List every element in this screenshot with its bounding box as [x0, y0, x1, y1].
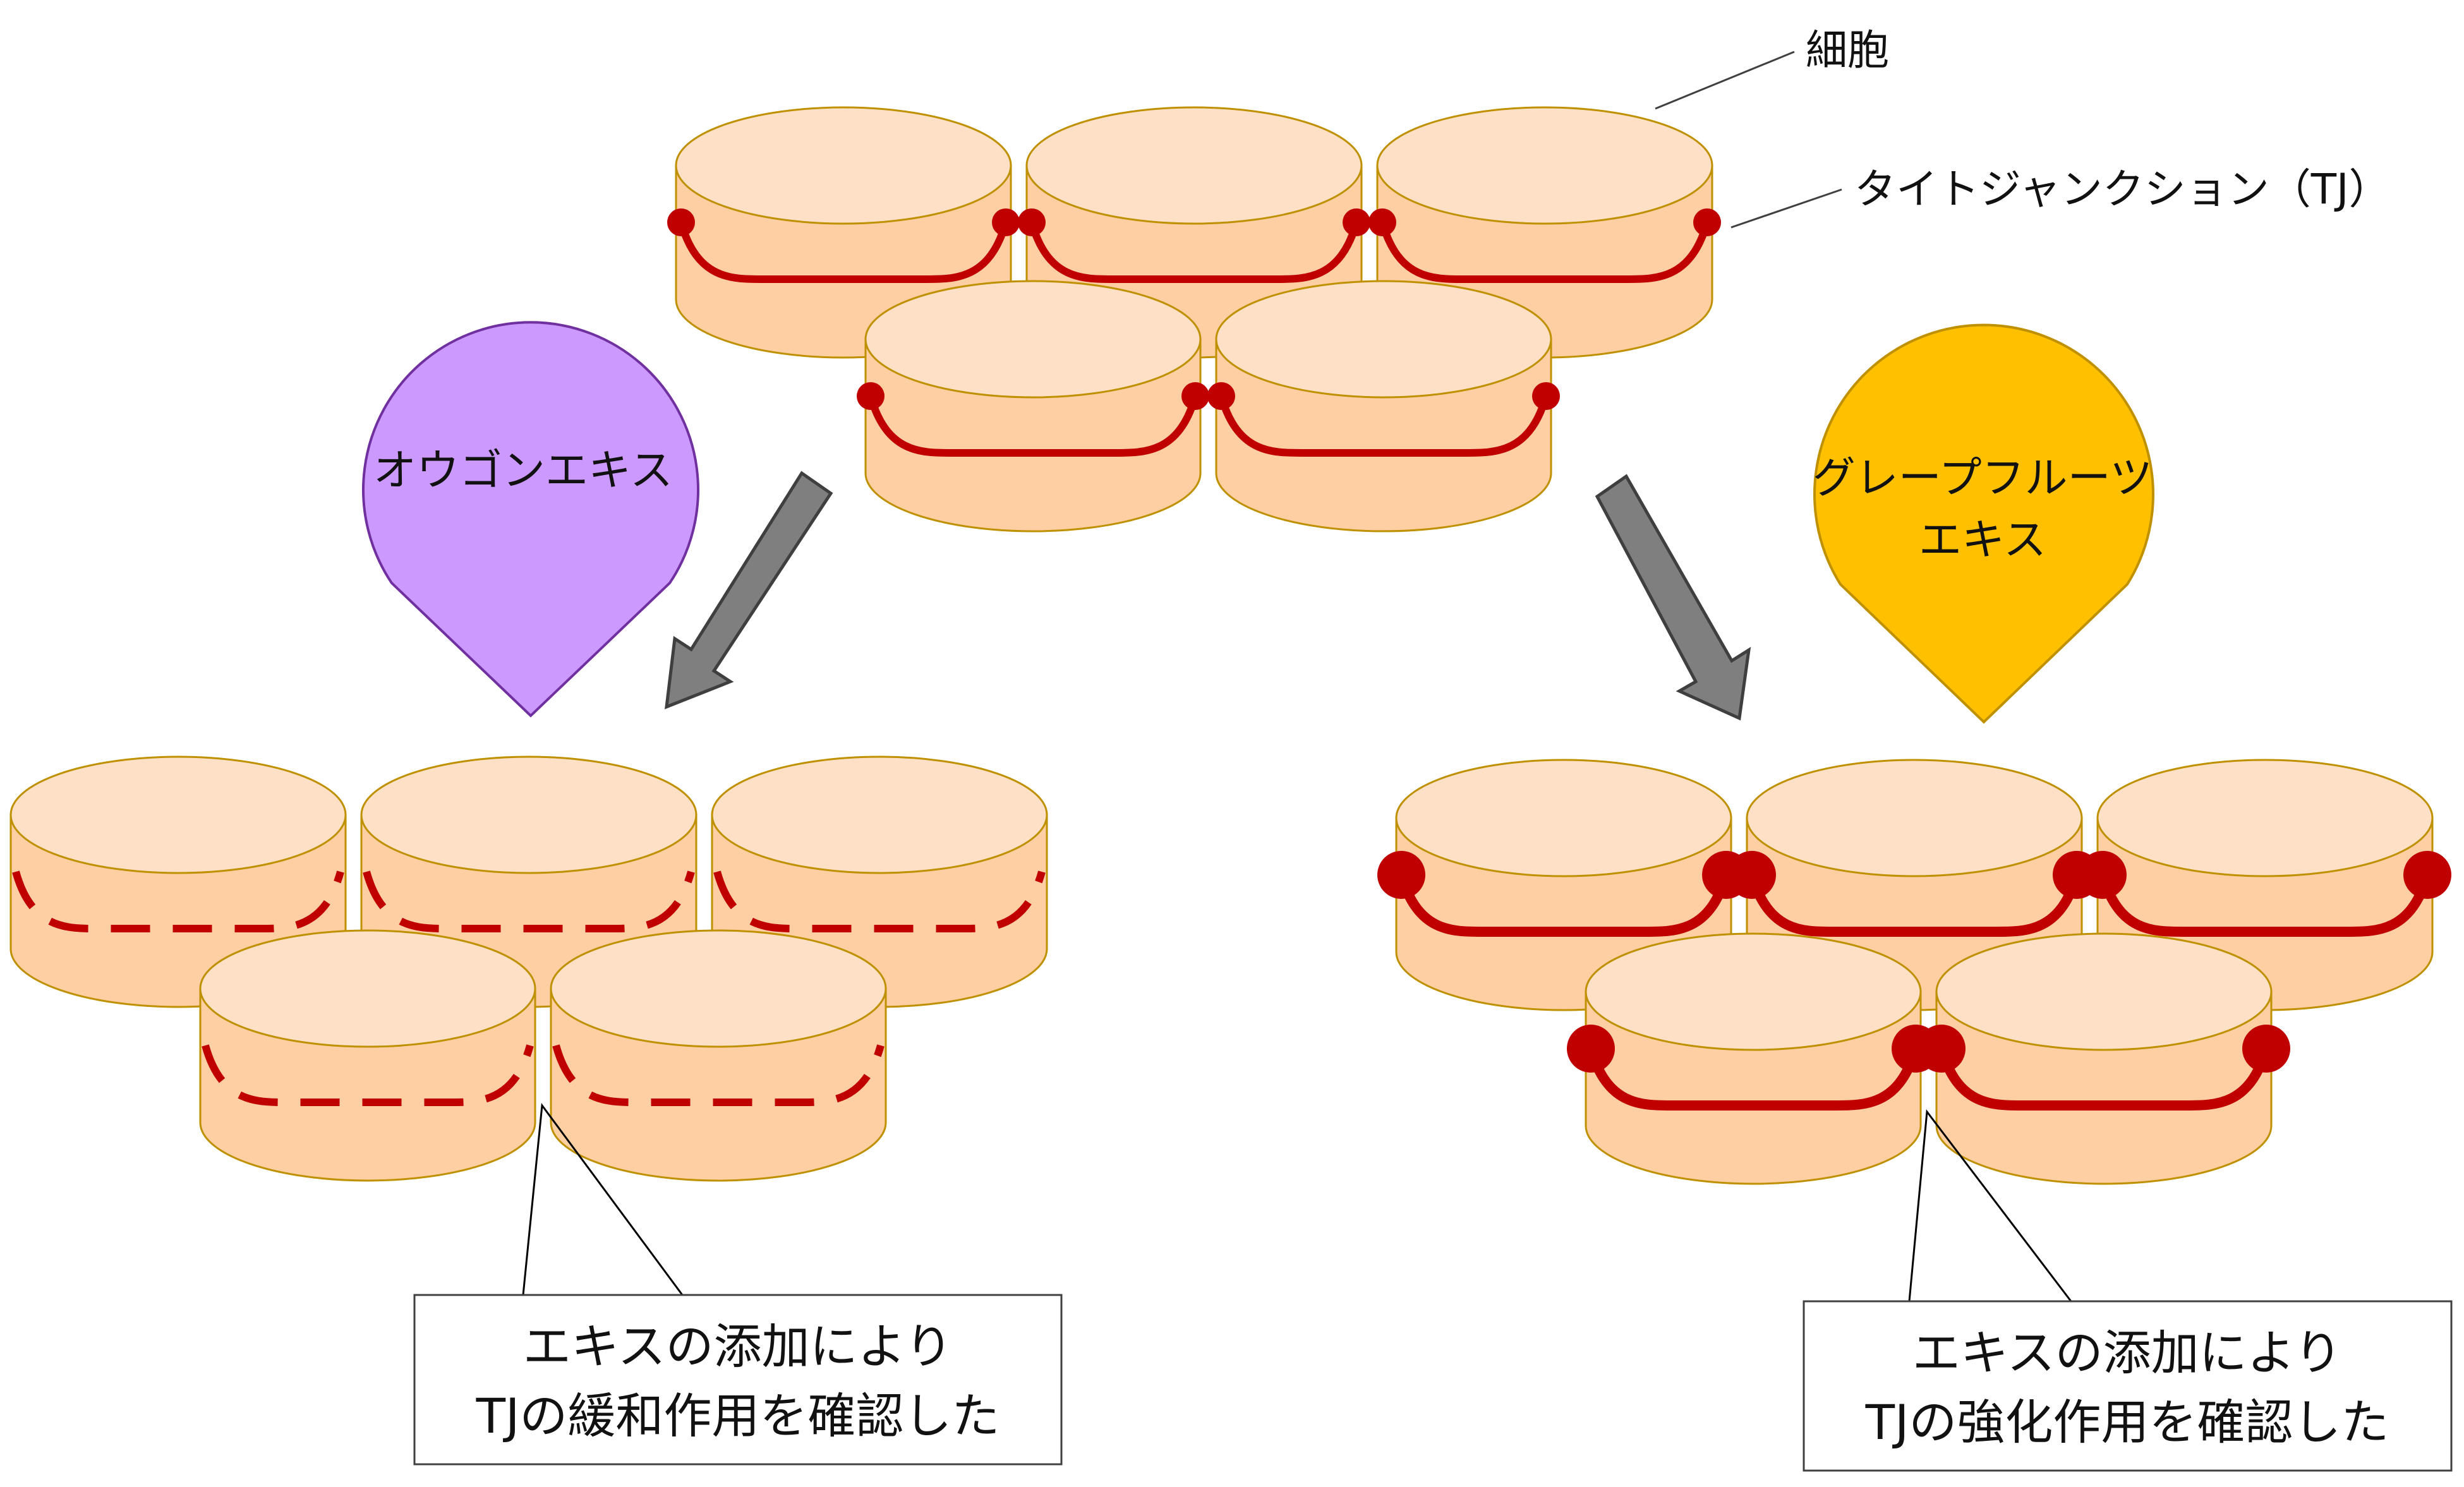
tj-junction-dot [1567, 1025, 1615, 1073]
pin-right-text-line2: エキス [1919, 515, 2046, 565]
tj-leader-line [1730, 188, 1842, 229]
callout-left-pointer [522, 1102, 684, 1296]
tight-junction-band [202, 1044, 534, 1106]
pin-shape-left [362, 321, 699, 718]
cell-top [199, 929, 536, 1048]
tight-junction-band [1747, 873, 2082, 937]
tj-junction-dot [1207, 382, 1235, 410]
cell-label: 細胞 [1806, 26, 1889, 75]
cell-top [9, 756, 347, 874]
tj-junction-dot [2403, 851, 2451, 899]
pin-grapefruit-extract: グレープフルーツ エキス [1813, 323, 2154, 724]
pin-left-text: オウゴンエキス [373, 446, 673, 496]
tj-junction-dot [992, 208, 1020, 236]
tj-junction-dot [1377, 851, 1425, 899]
cell-front-2 [1207, 280, 1560, 533]
pin-right-text-line1: グレープフルーツ [1813, 454, 2153, 503]
arrow-to-left [665, 471, 833, 709]
tight-junction-band [1028, 221, 1360, 283]
callout-strengthening: エキスの添加により TJの強化作用を確認した [1803, 1109, 2453, 1472]
tj-junction-dot [1343, 208, 1370, 236]
tj-junction-dot [1181, 382, 1209, 410]
tj-junction-dot [1532, 382, 1560, 410]
tight-junction-band [552, 1044, 885, 1106]
cell-top [2096, 759, 2434, 877]
cell-top [711, 756, 1048, 874]
cell-top [1395, 759, 1732, 877]
cell-top [360, 756, 698, 874]
tight-junction-band [1379, 221, 1711, 283]
tight-junction-band [1396, 873, 1731, 937]
callout-right-pointer [1908, 1109, 2072, 1302]
tj-junction-dot [2079, 851, 2127, 899]
cell-top [1746, 759, 2083, 877]
tj-junction-dot [2242, 1025, 2290, 1073]
tight-junction-band [1586, 1047, 1921, 1111]
cell-top [864, 280, 1202, 399]
cell-top [1376, 106, 1713, 225]
cell-front-1 [199, 929, 536, 1182]
cell-front-1 [857, 280, 1209, 533]
tight-junction-band [12, 870, 344, 932]
cell-back-1 [667, 106, 1020, 359]
cell-top [1215, 280, 1552, 399]
cell-leader-line [1655, 51, 1795, 110]
tj-junction-dot [1693, 208, 1721, 236]
callout-right-line1: エキスの添加により [1912, 1325, 2342, 1381]
cell-front-2 [550, 929, 887, 1182]
callout-left-line1: エキスの添加により [523, 1318, 953, 1375]
cell-top [1585, 932, 1922, 1051]
cell-cluster-strengthened [1377, 759, 2451, 1185]
cell-top [1025, 106, 1363, 225]
cell-front-2 [1917, 932, 2290, 1185]
cell-front-1 [1567, 932, 1940, 1185]
tight-junction-band [677, 221, 1010, 283]
cell-top [1935, 932, 2273, 1051]
callout-left-box [413, 1294, 1063, 1466]
tj-junction-dot [857, 382, 885, 410]
tight-junction-band [867, 395, 1199, 457]
tight-junction-band [1217, 395, 1550, 457]
tj-junction-dot [667, 208, 695, 236]
callout-right-box [1803, 1300, 2453, 1472]
tj-junction-dot [1728, 851, 1776, 899]
tight-junction-band [2098, 873, 2432, 937]
cell-top [675, 106, 1012, 225]
tight-junction-band [713, 870, 1046, 932]
tight-junction-label: タイトジャンクション（TJ） [1854, 165, 2390, 214]
tj-junction-dot [1368, 208, 1396, 236]
cell-cluster-initial [667, 106, 1721, 533]
callout-left-line2: TJの緩和作用を確認した [476, 1388, 1000, 1444]
pin-shape-right [1813, 323, 2154, 724]
cell-top [550, 929, 887, 1048]
tj-junction-dot [1917, 1025, 1966, 1073]
callout-relaxation: エキスの添加により TJの緩和作用を確認した [413, 1102, 1063, 1466]
cell-cluster-relaxed [9, 756, 1048, 1182]
pin-ougon-extract: オウゴンエキス [362, 321, 699, 718]
tight-junction-band [1936, 1047, 2271, 1111]
tight-junction-band [363, 870, 695, 932]
tj-junction-dot [1018, 208, 1046, 236]
arrow-to-right [1595, 474, 1751, 721]
callout-right-line2: TJの強化作用を確認した [1865, 1394, 2389, 1450]
